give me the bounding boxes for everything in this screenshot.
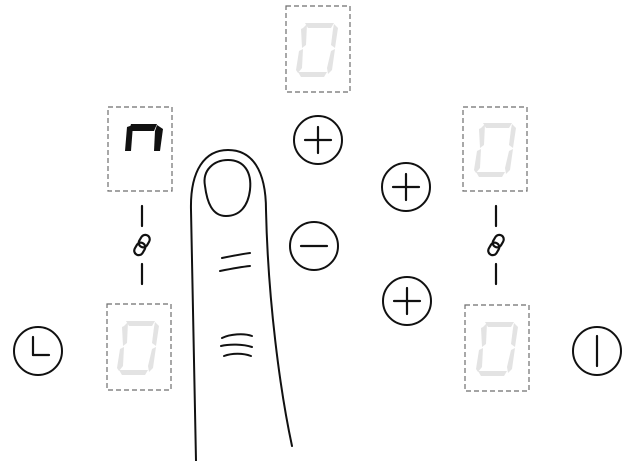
zone-display-top-right [463, 107, 527, 191]
plus-button-center[interactable] [294, 116, 342, 164]
bridge-left-link-icon[interactable] [133, 206, 152, 284]
digit-n-active [125, 124, 163, 151]
finger-illustration [191, 150, 292, 461]
timer-button[interactable] [14, 327, 62, 375]
zone-display-top-center [286, 6, 350, 92]
digit-zero [474, 123, 516, 177]
digit-zero [117, 321, 159, 375]
digit-zero [296, 23, 338, 77]
plus-button-right-upper[interactable] [382, 163, 430, 211]
minus-button-center[interactable] [290, 222, 338, 270]
zone-display-bottom-left [107, 304, 171, 390]
zone-display-bottom-right [465, 305, 529, 391]
digit-zero [476, 322, 518, 376]
zone-display-top-left [108, 107, 172, 191]
bridge-right-link-icon[interactable] [487, 206, 506, 284]
power-button[interactable] [573, 327, 621, 375]
plus-button-right-lower[interactable] [383, 277, 431, 325]
